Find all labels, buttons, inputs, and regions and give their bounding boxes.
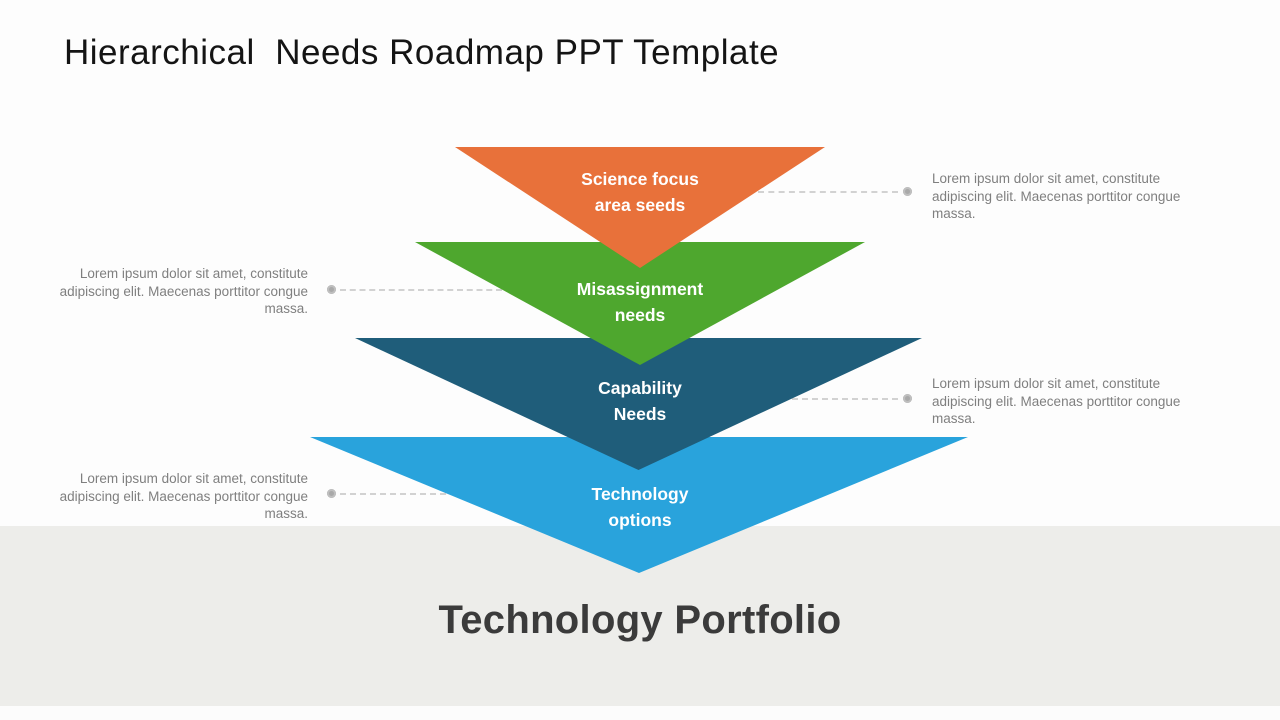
leader-dot-level-3: [903, 394, 912, 403]
leader-line-level-4: [340, 493, 446, 495]
annotation-level-3: Lorem ipsum dolor sit amet, constitute a…: [932, 376, 1181, 426]
funnel-level-2-label: Misassignment needs: [576, 279, 704, 325]
slide-title: Hierarchical Needs Roadmap PPT Template: [64, 33, 780, 72]
annotation-level-2: Lorem ipsum dolor sit amet, constitute a…: [59, 266, 308, 316]
leader-line-level-1: [758, 191, 898, 193]
leader-line-level-3: [792, 398, 898, 400]
leader-dot-level-2: [327, 285, 336, 294]
bottom-strip: [0, 706, 1280, 720]
annotation-level-1: Lorem ipsum dolor sit amet, constitute a…: [932, 171, 1181, 221]
funnel-level-3-label: Capability Needs: [598, 378, 682, 424]
leader-dot-level-1: [903, 187, 912, 196]
footer-title: Technology Portfolio: [438, 598, 842, 642]
funnel-level-1-label: Science focus area seeds: [581, 169, 699, 215]
funnel-level-4-label: Technology options: [591, 484, 689, 530]
leader-line-level-2: [340, 289, 502, 291]
annotation-level-4: Lorem ipsum dolor sit amet, constitute a…: [59, 471, 308, 521]
leader-dot-level-4: [327, 489, 336, 498]
